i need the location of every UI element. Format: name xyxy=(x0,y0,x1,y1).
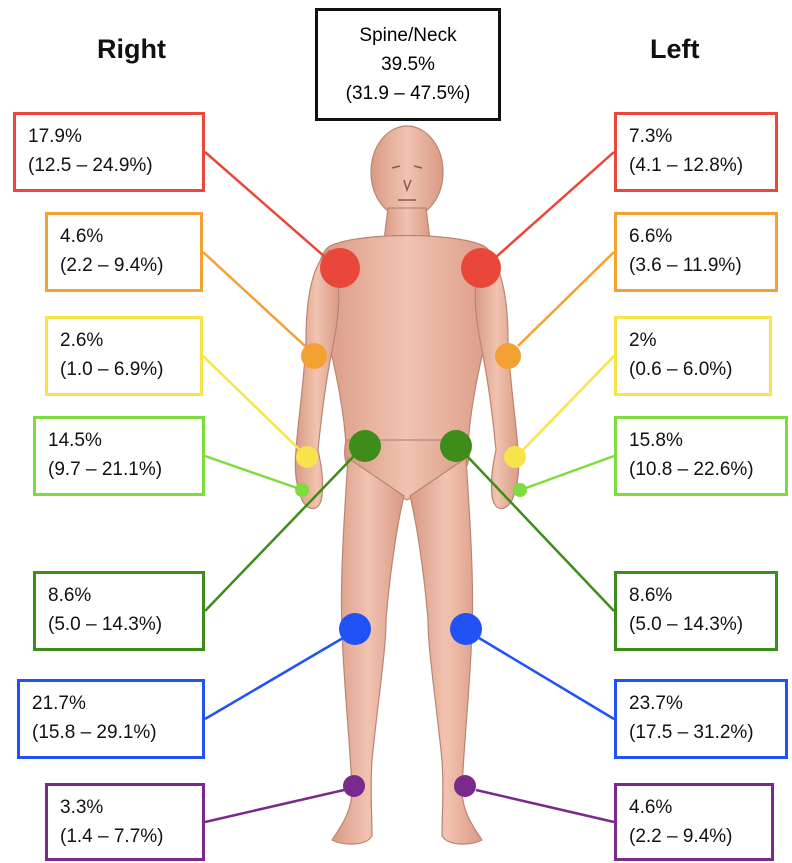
left-hand-box: 15.8% (10.8 – 22.6%) xyxy=(614,416,788,496)
right-hand-connector xyxy=(205,456,297,488)
left-elbow-box: 6.6% (3.6 – 11.9%) xyxy=(614,212,778,292)
left-shoulder-percent: 7.3% xyxy=(629,122,775,151)
right-shoulder-box: 17.9% (12.5 – 24.9%) xyxy=(13,112,205,192)
right-knee-box: 21.7% (15.8 – 29.1%) xyxy=(17,679,205,759)
right-ankle-marker xyxy=(343,775,365,797)
left-wrist-marker xyxy=(504,446,526,468)
left-ankle-ci: (2.2 – 9.4%) xyxy=(629,822,771,851)
right-knee-marker xyxy=(339,613,371,645)
spine-neck-title: Spine/Neck xyxy=(318,21,498,50)
heading-right: Right xyxy=(97,34,166,65)
left-elbow-connector xyxy=(518,252,614,346)
human-silhouette xyxy=(295,126,519,844)
right-elbow-box: 4.6% (2.2 – 9.4%) xyxy=(45,212,203,292)
right-knee-ci: (15.8 – 29.1%) xyxy=(32,718,202,747)
right-wrist-box: 2.6% (1.0 – 6.9%) xyxy=(45,316,203,396)
left-knee-ci: (17.5 – 31.2%) xyxy=(629,718,785,747)
spine-neck-ci: (31.9 – 47.5%) xyxy=(318,79,498,108)
left-hip-box: 8.6% (5.0 – 14.3%) xyxy=(614,571,778,651)
left-elbow-percent: 6.6% xyxy=(629,222,775,251)
left-hand-marker xyxy=(513,483,527,497)
right-shoulder-percent: 17.9% xyxy=(28,122,202,151)
right-elbow-percent: 4.6% xyxy=(60,222,200,251)
left-shoulder-box: 7.3% (4.1 – 12.8%) xyxy=(614,112,778,192)
right-hip-connector xyxy=(205,456,354,611)
left-hand-connector xyxy=(526,456,614,488)
left-wrist-percent: 2% xyxy=(629,326,769,355)
right-elbow-connector xyxy=(203,252,305,346)
right-ankle-ci: (1.4 – 7.7%) xyxy=(60,822,202,851)
left-hand-ci: (10.8 – 22.6%) xyxy=(629,455,785,484)
right-wrist-marker xyxy=(296,446,318,468)
right-wrist-connector xyxy=(203,356,300,450)
left-knee-box: 23.7% (17.5 – 31.2%) xyxy=(614,679,788,759)
spine-neck-box: Spine/Neck 39.5% (31.9 – 47.5%) xyxy=(315,8,501,121)
right-wrist-ci: (1.0 – 6.9%) xyxy=(60,355,200,384)
right-hand-ci: (9.7 – 21.1%) xyxy=(48,455,202,484)
right-knee-connector xyxy=(205,638,343,719)
right-ankle-connector xyxy=(205,790,344,822)
left-wrist-ci: (0.6 – 6.0%) xyxy=(629,355,769,384)
left-hip-connector xyxy=(467,456,614,611)
left-hip-percent: 8.6% xyxy=(629,581,775,610)
right-hip-marker xyxy=(349,430,381,462)
right-hip-ci: (5.0 – 14.3%) xyxy=(48,610,202,639)
left-elbow-ci: (3.6 – 11.9%) xyxy=(629,251,775,280)
right-shoulder-marker xyxy=(320,248,360,288)
right-hand-percent: 14.5% xyxy=(48,426,202,455)
right-elbow-ci: (2.2 – 9.4%) xyxy=(60,251,200,280)
left-knee-connector xyxy=(479,638,614,719)
right-shoulder-ci: (12.5 – 24.9%) xyxy=(28,151,202,180)
left-hip-ci: (5.0 – 14.3%) xyxy=(629,610,775,639)
left-shoulder-marker xyxy=(461,248,501,288)
left-hand-percent: 15.8% xyxy=(629,426,785,455)
left-wrist-box: 2% (0.6 – 6.0%) xyxy=(614,316,772,396)
right-shoulder-connector xyxy=(205,152,325,257)
right-hand-marker xyxy=(295,483,309,497)
right-hand-box: 14.5% (9.7 – 21.1%) xyxy=(33,416,205,496)
left-ankle-box: 4.6% (2.2 – 9.4%) xyxy=(614,783,774,861)
right-wrist-percent: 2.6% xyxy=(60,326,200,355)
left-ankle-connector xyxy=(476,790,614,822)
left-knee-percent: 23.7% xyxy=(629,689,785,718)
left-shoulder-ci: (4.1 – 12.8%) xyxy=(629,151,775,180)
left-ankle-marker xyxy=(454,775,476,797)
right-ankle-percent: 3.3% xyxy=(60,793,202,822)
left-ankle-percent: 4.6% xyxy=(629,793,771,822)
right-ankle-box: 3.3% (1.4 – 7.7%) xyxy=(45,783,205,861)
left-hip-marker xyxy=(440,430,472,462)
right-hip-box: 8.6% (5.0 – 14.3%) xyxy=(33,571,205,651)
left-elbow-marker xyxy=(495,343,521,369)
left-wrist-connector xyxy=(523,356,614,450)
right-knee-percent: 21.7% xyxy=(32,689,202,718)
right-elbow-marker xyxy=(301,343,327,369)
spine-neck-percent: 39.5% xyxy=(318,50,498,79)
right-hip-percent: 8.6% xyxy=(48,581,202,610)
left-knee-marker xyxy=(450,613,482,645)
heading-left: Left xyxy=(650,34,700,65)
left-shoulder-connector xyxy=(496,152,614,257)
